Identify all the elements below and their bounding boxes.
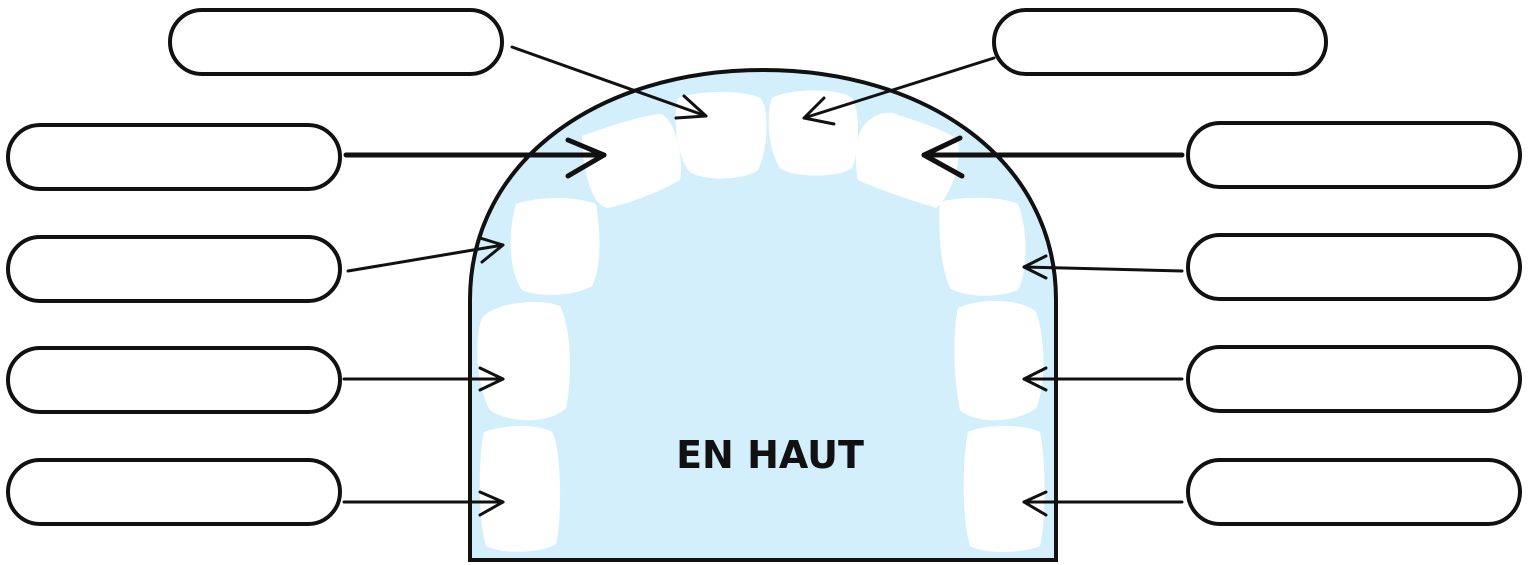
jaw-position-label: EN HAUT <box>676 433 864 477</box>
tooth-lateral-incisor-right <box>855 112 959 208</box>
arrowhead-right-2 <box>921 135 965 179</box>
teeth-group <box>477 90 1045 552</box>
tooth-molar-left <box>479 426 561 552</box>
label-box-right-2[interactable] <box>1186 121 1522 189</box>
arrowhead-right-1 <box>802 96 836 126</box>
arrow-right-1 <box>802 56 996 120</box>
label-box-left-2[interactable] <box>6 123 342 191</box>
tooth-canine-left <box>510 198 600 295</box>
label-box-right-5[interactable] <box>1186 458 1522 526</box>
label-box-right-4[interactable] <box>1186 345 1522 413</box>
label-box-left-1[interactable] <box>168 8 504 76</box>
tooth-premolar-right <box>954 300 1044 421</box>
pointer-arrows <box>342 45 1185 517</box>
arrow-left-3 <box>346 243 505 273</box>
arrowhead-left-4 <box>478 366 505 392</box>
left-label-boxes <box>6 8 504 526</box>
tooth-central-incisor-right <box>768 90 858 176</box>
right-label-boxes <box>992 8 1522 526</box>
label-box-right-1[interactable] <box>992 8 1328 76</box>
arrowhead-right-3 <box>1022 254 1048 280</box>
arrowhead-left-2 <box>565 137 607 179</box>
arrowhead-left-5 <box>478 490 505 517</box>
label-box-left-5[interactable] <box>6 458 342 526</box>
tooth-central-incisor-left <box>675 92 767 179</box>
label-box-right-3[interactable] <box>1186 233 1522 301</box>
tooth-molar-right <box>963 426 1045 552</box>
arrowhead-right-5 <box>1022 490 1048 517</box>
arrowhead-left-3 <box>478 236 505 264</box>
arrowhead-right-4 <box>1022 366 1048 392</box>
label-box-left-3[interactable] <box>6 235 342 303</box>
arrow-left-1 <box>510 45 708 118</box>
label-box-left-4[interactable] <box>6 346 342 414</box>
arrowhead-left-1 <box>674 94 708 120</box>
tooth-premolar-left <box>477 302 570 421</box>
tooth-canine-right <box>939 197 1026 296</box>
arrow-right-3 <box>1022 265 1184 273</box>
tooth-lateral-incisor-left <box>582 114 682 208</box>
